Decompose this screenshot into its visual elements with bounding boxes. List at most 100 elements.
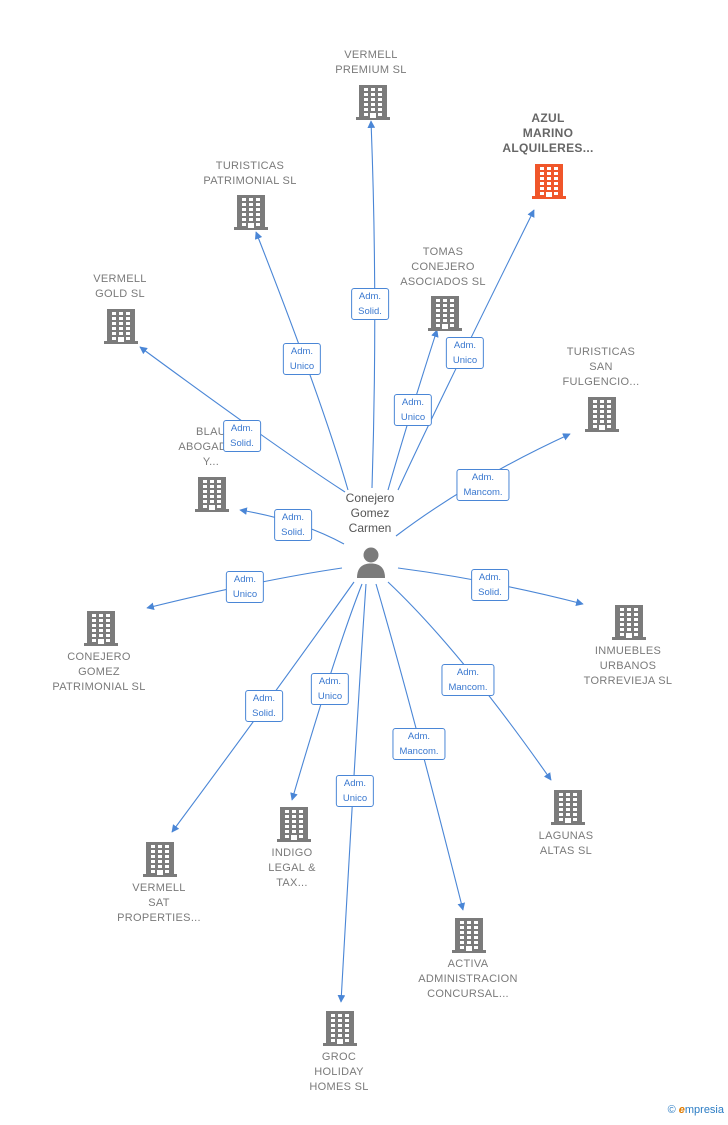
company-label-inmuebles-urbanos[interactable]: INMUEBLES URBANOS TORREVIEJA SL bbox=[584, 644, 673, 689]
role-badge-line: Adm. bbox=[290, 346, 314, 357]
building-icon[interactable] bbox=[428, 295, 462, 331]
role-badge-line: Adm. bbox=[471, 472, 495, 483]
role-badge-line: Adm. bbox=[252, 693, 276, 704]
company-label-line: ALTAS SL bbox=[539, 845, 593, 857]
role-badge-line: Mancom. bbox=[399, 746, 439, 757]
relation-edge-azul-marino bbox=[397, 209, 535, 491]
role-badge-line: Unico bbox=[232, 589, 258, 600]
role-badge-line: Unico bbox=[342, 793, 368, 804]
relation-edge-indigo-legal bbox=[290, 583, 363, 801]
role-badge-vermell-gold[interactable]: Adm.Solid. bbox=[223, 420, 261, 452]
building-icon[interactable] bbox=[84, 610, 118, 646]
building-icon[interactable] bbox=[323, 1010, 357, 1046]
company-label-line: CONCURSAL... bbox=[427, 988, 509, 1000]
person-icon[interactable] bbox=[356, 546, 386, 578]
relation-edge-turisticas-patrimonial bbox=[254, 231, 349, 491]
brand-text: mpresia bbox=[684, 1104, 724, 1116]
role-badge-inmuebles-urbanos[interactable]: Adm. Solid. bbox=[471, 569, 509, 601]
role-badge-activa-administracion[interactable]: Adm. Mancom. bbox=[392, 728, 446, 760]
building-icon[interactable] bbox=[532, 163, 566, 199]
building-icon[interactable] bbox=[356, 84, 390, 120]
relation-edge-activa-administracion bbox=[375, 583, 466, 911]
role-badge-line: Adm. bbox=[281, 512, 305, 523]
building-icon[interactable] bbox=[143, 841, 177, 877]
company-label-line: ALQUILERES... bbox=[502, 141, 594, 155]
role-badge-vermell-sat[interactable]: Adm.Solid. bbox=[245, 690, 283, 722]
company-label-line: HOLIDAY bbox=[314, 1066, 364, 1078]
company-label-line: VERMELL bbox=[93, 273, 147, 285]
role-badge-line: Solid. bbox=[230, 438, 254, 449]
brand-e: e bbox=[678, 1104, 685, 1116]
company-label-tomas-conejero[interactable]: TOMAS CONEJERO ASOCIADOS SL bbox=[400, 245, 486, 290]
company-label-line: TORREVIEJA SL bbox=[583, 675, 673, 687]
role-badge-line: Adm. bbox=[233, 574, 257, 585]
company-label-line: GOLD SL bbox=[95, 288, 145, 300]
company-label-vermell-gold[interactable]: VERMELL GOLD SL bbox=[93, 272, 146, 302]
role-badge-line: Adm. bbox=[453, 340, 477, 351]
company-label-line: INMUEBLES bbox=[594, 645, 662, 657]
company-label-line: INDIGO bbox=[271, 847, 313, 859]
role-badge-line: Unico bbox=[289, 361, 315, 372]
role-badge-line: Solid. bbox=[358, 306, 382, 317]
company-label-lagunas-altas[interactable]: LAGUNAS ALTAS SL bbox=[539, 829, 594, 859]
role-badge-line: Mancom. bbox=[448, 682, 488, 693]
role-badge-vermell-premium[interactable]: Adm. Solid. bbox=[351, 288, 389, 320]
role-badge-turisticas-patrimonial[interactable]: Adm. Unico bbox=[282, 343, 322, 375]
building-icon[interactable] bbox=[551, 789, 585, 825]
company-label-line: SAN bbox=[589, 361, 613, 373]
building-icon[interactable] bbox=[234, 194, 268, 230]
role-badge-line: Adm. bbox=[343, 778, 367, 789]
copyright-icon: © bbox=[667, 1104, 676, 1116]
company-label-line: CONEJERO bbox=[67, 651, 131, 663]
company-label-line: ADMINISTRACION bbox=[418, 973, 518, 985]
role-badge-line: Unico bbox=[452, 355, 478, 366]
relation-edge-groc-holiday bbox=[337, 583, 367, 1003]
company-label-line: PREMIUM SL bbox=[335, 64, 407, 76]
building-icon[interactable] bbox=[195, 476, 229, 512]
role-badge-line: Solid. bbox=[478, 587, 502, 598]
company-label-line: PROPERTIES... bbox=[117, 912, 201, 924]
role-badge-blau-abogados[interactable]: Adm. Solid. bbox=[274, 509, 312, 541]
building-icon[interactable] bbox=[104, 308, 138, 344]
center-person-name[interactable]: Conejero Gomez Carmen bbox=[346, 491, 395, 536]
company-label-line: CONEJERO bbox=[411, 261, 475, 273]
company-label-line: BLAU bbox=[196, 426, 226, 438]
role-badge-line: Adm. bbox=[407, 731, 431, 742]
company-label-line: SAT bbox=[148, 897, 170, 909]
relation-edge-vermell-gold bbox=[139, 346, 346, 493]
building-icon[interactable] bbox=[612, 604, 646, 640]
building-icon[interactable] bbox=[277, 806, 311, 842]
role-badge-lagunas-altas[interactable]: Adm.Mancom. bbox=[441, 664, 495, 696]
company-label-line: GOMEZ bbox=[78, 666, 120, 678]
company-label-line: LAGUNAS bbox=[538, 830, 594, 842]
company-label-line: ASOCIADOS SL bbox=[400, 276, 486, 288]
role-badge-groc-holiday[interactable]: Adm. Unico bbox=[335, 775, 375, 807]
role-badge-line: Adm. bbox=[358, 291, 382, 302]
role-badge-indigo-legal[interactable]: Adm.Unico bbox=[310, 673, 350, 705]
company-label-line: MARINO bbox=[522, 126, 574, 140]
role-badge-line: Unico bbox=[317, 691, 343, 702]
company-label-line: TOMAS bbox=[422, 246, 464, 258]
role-badge-line: Adm. bbox=[478, 572, 502, 583]
footer-credit[interactable]: © empresia bbox=[668, 1104, 724, 1116]
company-label-line: GROC bbox=[321, 1051, 357, 1063]
company-label-line: PATRIMONIAL SL bbox=[203, 175, 297, 187]
company-label-line: URBANOS bbox=[599, 660, 657, 672]
role-badge-conejero-gomez-patrimonial[interactable]: Adm. Unico bbox=[225, 571, 265, 603]
role-badge-tomas-conejero[interactable]: Adm.Unico bbox=[393, 394, 433, 426]
role-badge-line: Solid. bbox=[281, 527, 305, 538]
building-icon[interactable] bbox=[452, 917, 486, 953]
building-icon[interactable] bbox=[585, 396, 619, 432]
role-badge-azul-marino[interactable]: Adm. Unico bbox=[445, 337, 485, 369]
role-badge-turisticas-san-fulgencio[interactable]: Adm.Mancom. bbox=[456, 469, 510, 501]
company-label-line: AZUL bbox=[531, 111, 565, 125]
